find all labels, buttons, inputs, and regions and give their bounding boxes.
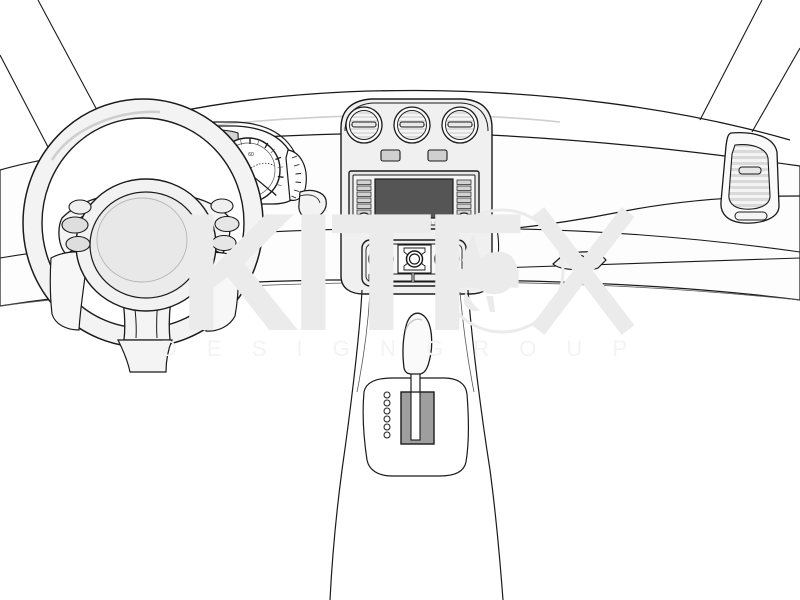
preset-4[interactable] <box>402 221 408 224</box>
head-unit-left-button-3[interactable] <box>356 191 372 197</box>
shift-pos-3 <box>383 423 391 431</box>
shifter-shaft <box>410 371 421 393</box>
hazard-button-right[interactable] <box>427 149 448 162</box>
shift-pos-2 <box>383 431 391 439</box>
head-unit-left-button-5[interactable] <box>356 203 372 209</box>
passenger-vent-control[interactable] <box>734 211 768 221</box>
center-vent-middle[interactable] <box>393 106 431 144</box>
passenger-vent-louvers <box>728 144 771 210</box>
console-edge-left <box>329 289 363 600</box>
shift-knob[interactable] <box>402 312 433 375</box>
steering-buttons-right[interactable] <box>210 198 240 252</box>
steering-wheel[interactable] <box>22 98 264 373</box>
a-pillar-left <box>37 0 106 126</box>
steering-buttons-left[interactable] <box>61 199 92 253</box>
fuel-ticks <box>291 155 302 199</box>
steering-button-1[interactable] <box>68 199 92 215</box>
steering-button-4[interactable] <box>210 198 234 214</box>
preset-2[interactable] <box>386 221 392 224</box>
preset-6[interactable] <box>418 221 424 224</box>
preset-9[interactable] <box>442 221 448 224</box>
shift-knob-highlight <box>405 318 423 331</box>
head-unit-right-button-2[interactable] <box>456 185 472 191</box>
climate-button-1[interactable] <box>368 273 387 282</box>
watermark-letter-i: I <box>290 178 337 366</box>
shift-pos-p <box>383 391 391 399</box>
center-vent-right[interactable] <box>441 106 479 144</box>
preset-7[interactable] <box>426 221 432 224</box>
shift-gate-slot <box>410 391 421 441</box>
rim-highlight <box>50 110 161 161</box>
center-vent-middle-blade[interactable] <box>399 121 425 128</box>
climate-button-2[interactable] <box>389 273 413 282</box>
center-vent-left-blade[interactable] <box>351 121 377 128</box>
head-unit-right-button-1[interactable] <box>456 179 472 185</box>
a-pillar-right-inner <box>751 47 800 133</box>
head-unit-left-button-2[interactable] <box>356 185 372 191</box>
steering-button-6[interactable] <box>211 234 237 252</box>
head-unit-right-button-4[interactable] <box>456 197 472 203</box>
watermark: K I T F D E S I G N G R O U P <box>161 178 639 366</box>
nav-screen[interactable] <box>374 178 454 219</box>
center-console <box>329 289 504 600</box>
shift-position-indicators <box>383 391 391 439</box>
shift-pos-d <box>383 415 391 423</box>
watermark-letter-x <box>531 207 635 335</box>
steering-button-2[interactable] <box>61 216 89 234</box>
head-unit-left-button-4[interactable] <box>356 197 372 203</box>
center-vent-right-blade[interactable] <box>447 121 473 128</box>
turn-signal-stalk[interactable] <box>298 189 327 219</box>
head-unit-left-button-1[interactable] <box>356 179 372 185</box>
watermark-letter-t: T <box>330 178 433 366</box>
climate-button-4[interactable] <box>437 273 461 282</box>
passenger-airbag-panel-bottom <box>496 257 800 269</box>
preset-8[interactable] <box>434 221 440 224</box>
passenger-vent-thumbwheel[interactable] <box>738 166 762 175</box>
fox-silhouette-icon <box>462 234 518 312</box>
mode-selector-dial-inner <box>408 253 421 265</box>
console-edge-right <box>467 289 504 600</box>
svg-text:60: 60 <box>248 152 254 158</box>
a-pillar-right <box>699 0 763 121</box>
shift-pos-n <box>383 407 391 415</box>
steering-column-shroud <box>117 339 173 373</box>
preset-10[interactable] <box>450 221 456 224</box>
watermark-letter-k: K <box>178 178 299 366</box>
preset-5[interactable] <box>410 221 416 224</box>
center-stack <box>340 98 493 295</box>
head-unit-left-buttons[interactable] <box>356 179 372 215</box>
airbag-emblem-area <box>96 197 188 283</box>
head-unit-preset-row[interactable] <box>378 221 456 224</box>
hazard-button-left[interactable] <box>380 149 401 162</box>
watermark-brand: K I T F <box>178 178 527 366</box>
gauge-fuel-temp <box>285 149 307 201</box>
preset-3[interactable] <box>394 221 400 224</box>
head-unit-right-buttons[interactable] <box>456 179 472 215</box>
passenger-side-vent[interactable] <box>720 131 780 224</box>
preset-1[interactable] <box>378 221 384 224</box>
temperature-knob-inner <box>371 249 391 269</box>
steering-button-3[interactable] <box>65 235 91 253</box>
console-inner-right <box>459 291 475 393</box>
center-vent-left[interactable] <box>345 106 383 144</box>
climate-button-3[interactable] <box>413 273 437 282</box>
radio-navigation-head-unit[interactable] <box>348 170 480 230</box>
watermark-tagline: D E S I G N G R O U P <box>161 336 639 361</box>
head-unit-right-button-5[interactable] <box>456 203 472 209</box>
shift-pos-r <box>383 399 391 407</box>
head-unit-right-button-3[interactable] <box>456 191 472 197</box>
volume-knob[interactable] <box>356 212 372 228</box>
steering-button-5[interactable] <box>214 215 240 233</box>
airbag-hub[interactable] <box>75 178 217 312</box>
console-inner-left <box>356 291 371 393</box>
watermark-letter-o <box>439 208 565 334</box>
center-vents[interactable] <box>345 106 479 144</box>
